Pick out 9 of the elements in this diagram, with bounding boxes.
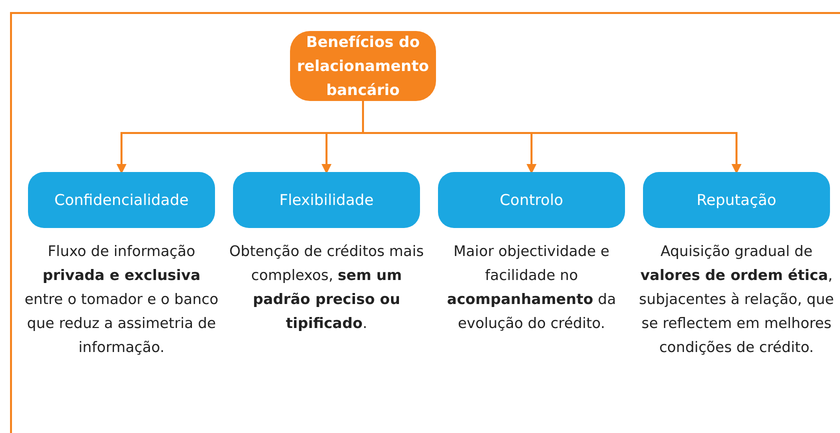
description-text: Aquisição gradual de valores de ordem ética, subjacentes à relação, que se reflectem em melhores condições de crédito. bbox=[638, 243, 835, 358]
description-text: Maior objectividade e facilidade no acompanhamento da evolução do crédito. bbox=[446, 243, 617, 334]
category-box: Flexibilidade bbox=[233, 172, 420, 228]
category-box: Controlo bbox=[438, 172, 625, 228]
category-box: Reputação bbox=[643, 172, 830, 228]
description-text: Obtenção de créditos mais complexos, sem um padrão preciso ou tipificado. bbox=[228, 243, 425, 334]
title-box: Benefícios do relacionamento bancário bbox=[290, 31, 436, 101]
description-text: Fluxo de informação privada e exclusiva entre o tomador e o banco que reduz a assimetria de informação. bbox=[24, 243, 220, 358]
category-box: Confidencialidade bbox=[28, 172, 215, 228]
